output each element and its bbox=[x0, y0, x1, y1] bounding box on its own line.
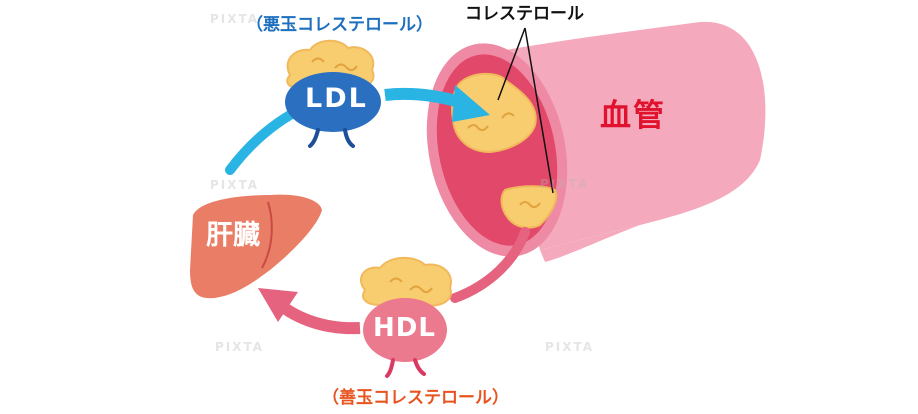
pointer-line bbox=[497, 27, 526, 101]
watermark: PIXTA bbox=[545, 340, 595, 354]
liver-label: 肝臓 bbox=[206, 220, 260, 251]
watermark: PIXTA bbox=[210, 178, 260, 192]
ldl-caption: （悪玉コレステロール） bbox=[246, 15, 433, 35]
watermark: PIXTA bbox=[215, 340, 265, 354]
cap-face-mark bbox=[311, 57, 325, 63]
liver-lobe-line bbox=[261, 201, 273, 269]
ldl-character bbox=[285, 39, 381, 148]
ldl-label: LDL bbox=[305, 83, 368, 114]
ldl-leg bbox=[308, 128, 320, 148]
hdl-character bbox=[360, 256, 452, 378]
ldl-body bbox=[285, 72, 381, 132]
plaque-face-mark bbox=[501, 112, 515, 119]
ldl-to-vessel-arrow bbox=[384, 87, 462, 108]
arrowhead-icon bbox=[452, 85, 490, 122]
vessel-to-hdl-arrow bbox=[450, 227, 530, 303]
cholesterol-caption: コレステロール bbox=[465, 4, 584, 24]
liver-to-ldl-arrow bbox=[225, 110, 295, 175]
cholesterol-plaque-lower bbox=[500, 185, 558, 229]
liver-icon bbox=[190, 194, 322, 299]
pointer-line bbox=[524, 27, 554, 194]
watermark: PIXTA bbox=[210, 12, 260, 26]
hdl-body bbox=[363, 298, 447, 362]
cap-face-mark bbox=[334, 63, 358, 72]
hdl-cholesterol-cap bbox=[360, 256, 452, 307]
hdl-label: HDL bbox=[373, 313, 436, 343]
watermark: PIXTA bbox=[540, 177, 590, 191]
hdl-leg bbox=[385, 358, 395, 378]
cap-face-mark bbox=[409, 285, 433, 294]
arrowhead-icon bbox=[258, 288, 298, 322]
hdl-caption: （善玉コレステロール） bbox=[322, 388, 509, 408]
plaque-face-mark bbox=[519, 201, 541, 209]
vessel-tube-lower bbox=[540, 225, 640, 262]
blood-vessel bbox=[426, 21, 766, 262]
plaque-face-mark bbox=[467, 124, 489, 132]
ldl-leg bbox=[343, 128, 355, 148]
cap-face-mark bbox=[389, 277, 403, 283]
vessel-label: 血管 bbox=[600, 98, 666, 134]
hdl-leg bbox=[413, 358, 426, 376]
